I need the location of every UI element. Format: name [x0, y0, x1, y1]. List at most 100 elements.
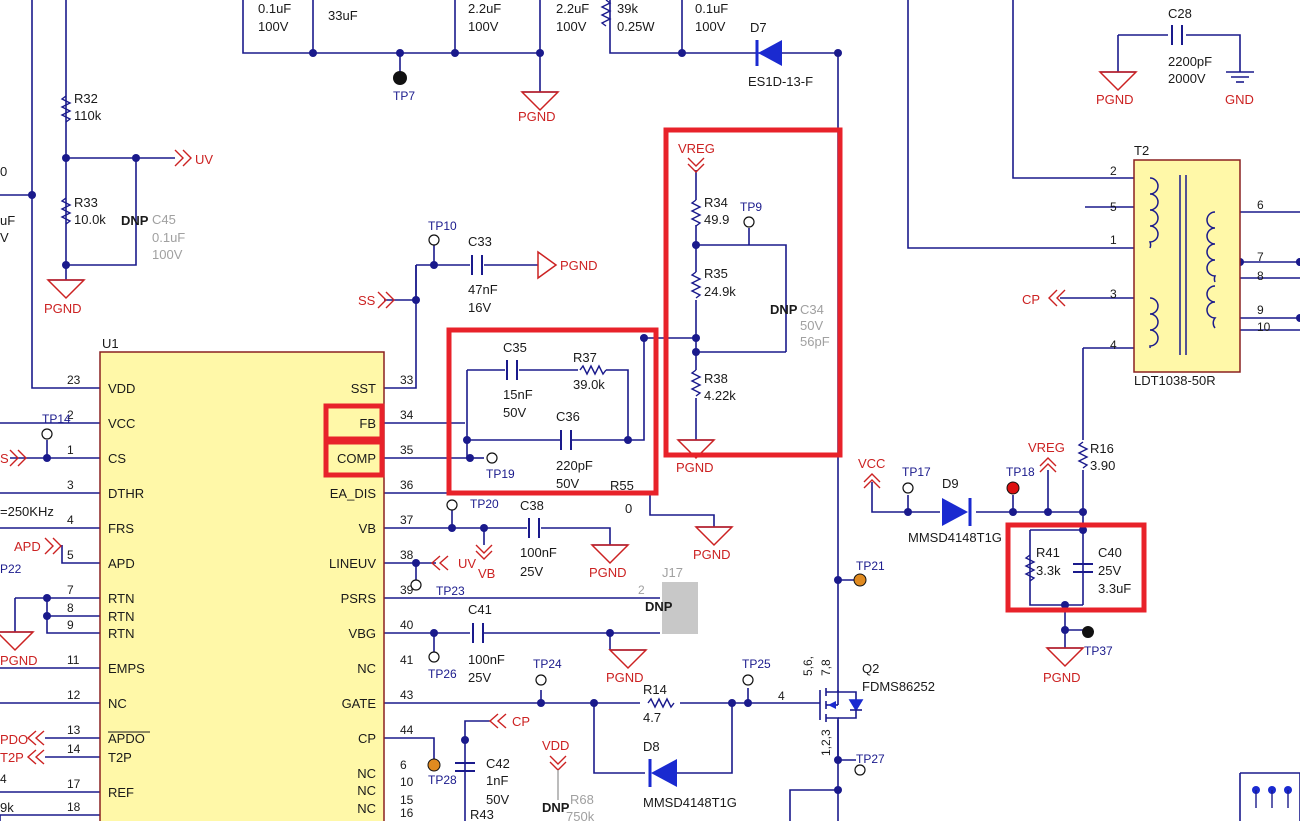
- svg-text:2: 2: [1110, 164, 1117, 178]
- cp-mid-arrow-icon: [488, 713, 507, 729]
- u1-left-pin-name: VCC: [108, 416, 135, 431]
- tp23-label: TP23: [436, 584, 465, 598]
- r43-label: R43: [470, 807, 494, 821]
- apd-arrow-icon: [44, 537, 62, 555]
- r34-value: 49.9: [704, 212, 729, 227]
- tp37-dot: [1082, 626, 1094, 638]
- vcc-label: VCC: [858, 456, 885, 471]
- svg-text:0.1uF: 0.1uF: [695, 1, 728, 16]
- d8-ref: D8: [643, 739, 660, 754]
- vcc-arrow-icon: [863, 473, 881, 489]
- tp21-dot: [853, 573, 867, 587]
- apdo-arrow-icon: [26, 730, 45, 765]
- t2-cp-label: CP: [1022, 292, 1040, 307]
- u1-right-pin-num: 36: [400, 478, 414, 492]
- svg-text:10: 10: [1257, 320, 1271, 334]
- r16-ref: R16: [1090, 441, 1114, 456]
- c36-ref: C36: [556, 409, 580, 424]
- r38-ref: R38: [704, 371, 728, 386]
- tp7-label: TP7: [393, 89, 415, 103]
- tp20-ring: [446, 499, 458, 511]
- u1-right-pin-num: 43: [400, 688, 414, 702]
- u1-left-pin-num: 4: [67, 513, 74, 527]
- c45-dnp: DNP: [121, 213, 149, 228]
- t2-left-pins: 2 5 1 3 4: [1110, 164, 1117, 352]
- u1-left-pin-num: 2: [67, 408, 74, 422]
- u1-right-pin-name: COMP: [337, 451, 376, 466]
- q2-drain-pins: 5,6,: [801, 656, 815, 676]
- ss-label: SS: [358, 293, 376, 308]
- c42-ref: C42: [486, 756, 510, 771]
- vreg-up-arrow-icon: [1039, 457, 1057, 473]
- c34-value: 56pF: [800, 334, 830, 349]
- freq-label: =250KHz: [0, 504, 54, 519]
- tp7-dot: [393, 71, 407, 85]
- r33-value: 10.0k: [74, 212, 106, 227]
- pgnd-c33: PGND: [560, 258, 598, 273]
- u1-left-pin-num: 11: [67, 653, 80, 667]
- c35-voltage: 50V: [503, 405, 526, 420]
- c42-value: 1nF: [486, 773, 508, 788]
- c38-ref: C38: [520, 498, 544, 513]
- uv-mid-arrow-icon: [430, 555, 449, 571]
- c28-ref: C28: [1168, 6, 1192, 21]
- u1-right-pin-num: 15: [400, 793, 414, 807]
- d9-ref: D9: [942, 476, 959, 491]
- u1-left-pin-name: REF: [108, 785, 134, 800]
- u1-right-pin-name: LINEUV: [329, 556, 376, 571]
- u1-left-pin-num: 18: [67, 800, 81, 814]
- u1-right-pin-name: SST: [351, 381, 376, 396]
- svg-text:39k: 39k: [617, 1, 638, 16]
- d8-diode: [648, 759, 677, 787]
- u1-left-pin-num: 12: [67, 688, 81, 702]
- u1-left-pin-name: CS: [108, 451, 126, 466]
- vreg-label-top: VREG: [678, 141, 715, 156]
- r35-value: 24.9k: [704, 284, 736, 299]
- r16-value: 3.90: [1090, 458, 1115, 473]
- u1-left-pin-num: 8: [67, 601, 74, 615]
- q2-drain-pins2: 7,8: [819, 659, 833, 676]
- j17-connector: [662, 582, 698, 634]
- d7-diode: [755, 40, 782, 66]
- t2-ref: T2: [1134, 143, 1149, 158]
- tp26-label: TP26: [428, 667, 457, 681]
- c36-value: 220pF: [556, 458, 593, 473]
- c35-ref: C35: [503, 340, 527, 355]
- c41-capacitor: [472, 623, 484, 643]
- r68-value: 750k: [566, 809, 595, 821]
- u1-left-pin-num: 1: [67, 443, 74, 457]
- c28-pgnd: PGND: [1096, 92, 1134, 107]
- vdd-label: VDD: [542, 738, 569, 753]
- u1-right-pin-num: 41: [400, 653, 414, 667]
- tp18-label: TP18: [1006, 465, 1035, 479]
- tp10-ring: [428, 234, 440, 246]
- u1-left-pin-name: EMPS: [108, 661, 145, 676]
- tp14-label: TP14: [42, 412, 71, 426]
- c34-ref: C34: [800, 302, 824, 317]
- u1-left-pin-name: FRS: [108, 521, 134, 536]
- u1-right-pin-num: 34: [400, 408, 414, 422]
- u1-left-pin-num: 3: [67, 478, 74, 492]
- d8-part: MMSD4148T1G: [643, 795, 737, 810]
- vb-label: VB: [478, 566, 495, 581]
- r55-ref: R55: [610, 478, 634, 493]
- uv-arrow-icon: [174, 149, 192, 167]
- svg-text:0.1uF: 0.1uF: [258, 1, 291, 16]
- u1-left-pin-num: 5: [67, 548, 74, 562]
- pgnd-c38: PGND: [589, 565, 627, 580]
- edge-v: V: [0, 230, 9, 245]
- c33-ref: C33: [468, 234, 492, 249]
- tp21-label: TP21: [856, 559, 885, 573]
- svg-text:7: 7: [1257, 250, 1264, 264]
- r32-value: 110k: [74, 108, 102, 123]
- d7-part: ES1D-13-F: [748, 74, 813, 89]
- q2-source-pins: 1,2,3: [819, 729, 833, 756]
- d9-part: MMSD4148T1G: [908, 530, 1002, 545]
- uv-mid-label: UV: [458, 556, 476, 571]
- u1-left-pin-num: 9: [67, 618, 74, 632]
- u1-left-pin-num: 7: [67, 583, 74, 597]
- r14-value: 4.7: [643, 710, 661, 725]
- highlight-comp-network: [446, 327, 659, 496]
